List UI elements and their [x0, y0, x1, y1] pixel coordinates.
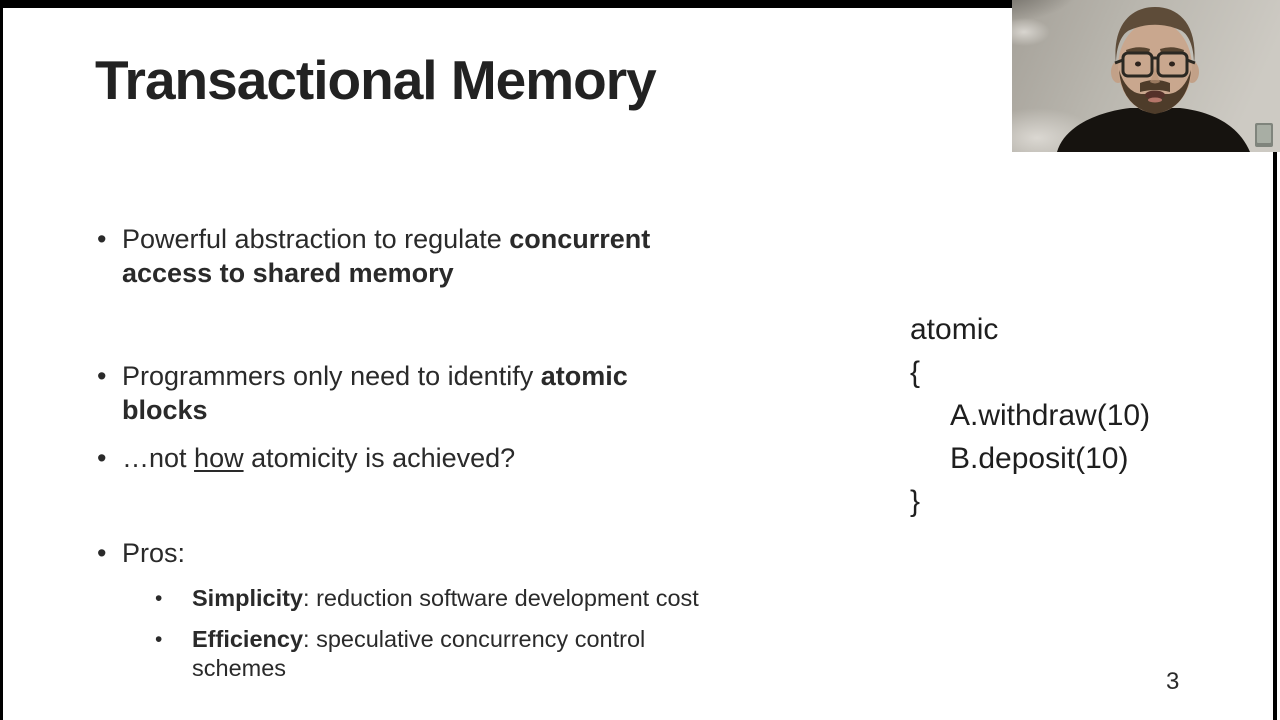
bullet-marker: •: [97, 361, 107, 391]
sub-bullet-efficiency: • Efficiency: speculative concurrency co…: [155, 625, 792, 683]
presenter: [1057, 7, 1250, 152]
mouth: [1145, 90, 1165, 100]
bullet-text-bold: atomic blocks: [122, 361, 628, 425]
bullet-pros: • Pros:: [97, 536, 802, 570]
code-line: {: [910, 356, 921, 389]
bullet-powerful-abstraction: • Powerful abstraction to regulate concu…: [97, 222, 802, 290]
code-line: A.withdraw(10): [950, 399, 1151, 432]
bullet-not-how: • …not how atomicity is achieved?: [97, 441, 802, 475]
bullet-text-bold: Simplicity: [192, 585, 304, 611]
beard: [1119, 70, 1191, 114]
bullet-marker: •: [155, 628, 163, 651]
bullet-marker: •: [97, 538, 107, 568]
bullet-text: Simplicity: reduction software developme…: [192, 584, 792, 613]
bullet-marker: •: [97, 443, 107, 473]
bullet-text-segment: : reduction software development cost: [303, 585, 699, 611]
bullet-text: Programmers only need to identify atomic…: [122, 359, 802, 427]
bullet-text-segment: atomicity is achieved?: [243, 443, 516, 473]
bullet-atomic-blocks: • Programmers only need to identify atom…: [97, 359, 802, 427]
letterbox-left-line: [0, 0, 3, 720]
bullet-text-segment: …not: [122, 443, 195, 473]
bullet-text-underlined: how: [194, 443, 244, 473]
shirt: [1057, 108, 1250, 152]
sub-bullet-simplicity: • Simplicity: reduction software develop…: [155, 584, 792, 613]
letterbox-right-line: [1273, 0, 1277, 720]
bullet-text: Efficiency: speculative concurrency cont…: [192, 625, 792, 683]
bullet-text-bold: concurrent access to shared memory: [122, 224, 651, 288]
letterbox-top-bar: [0, 0, 1280, 8]
code-line: B.deposit(10): [950, 442, 1129, 475]
bullet-text: Pros:: [122, 536, 802, 570]
glasses-icon: [1114, 51, 1196, 78]
hair: [1115, 7, 1195, 64]
bullet-text-segment: : speculative concurrency control scheme…: [192, 626, 646, 681]
bullet-text-segment: Pros:: [122, 538, 186, 568]
bullet-marker: •: [97, 224, 107, 254]
bullet-text-segment: Programmers only need to identify: [122, 361, 541, 391]
code-snippet-atomic-block: atomic { A.withdraw(10) B.deposit(10) }: [910, 308, 1150, 523]
code-line: atomic: [910, 313, 999, 346]
bullet-text-bold: Efficiency: [192, 626, 304, 652]
bullet-text: Powerful abstraction to regulate concurr…: [122, 222, 802, 290]
presenter-avatar: [1012, 0, 1280, 152]
bullet-text-segment: Powerful abstraction to regulate: [122, 224, 510, 254]
slide-title: Transactional Memory: [95, 49, 657, 111]
light-switch: [1255, 123, 1273, 147]
presenter-webcam: [1012, 0, 1280, 152]
code-line: }: [910, 485, 921, 518]
page-number: 3: [1166, 668, 1180, 695]
bullet-marker: •: [155, 587, 163, 610]
bullet-text: …not how atomicity is achieved?: [122, 441, 802, 475]
